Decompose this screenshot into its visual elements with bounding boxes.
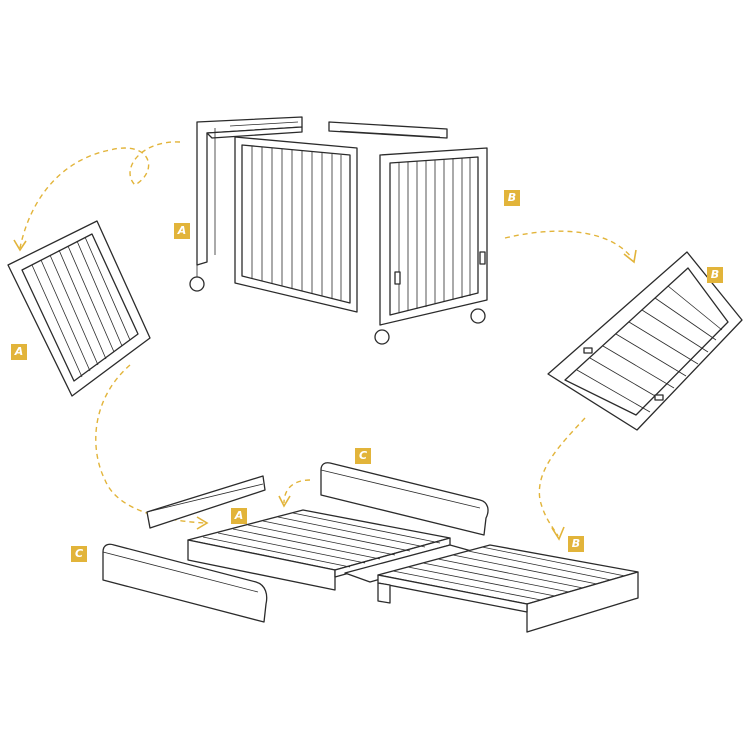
- arrow-head-panel-a: [13, 239, 27, 252]
- crib-frame-left: [189, 116, 303, 292]
- label-frame-right: B: [504, 190, 520, 206]
- label-panel-b: B: [707, 267, 723, 283]
- crib-frame-middle: [234, 136, 358, 313]
- caster-wheel: [470, 308, 486, 324]
- arrows: [13, 141, 637, 541]
- caster-wheel: [189, 276, 205, 292]
- arrow-head-board-c: [278, 495, 291, 508]
- crib-rail-top: [328, 121, 448, 139]
- label-board-top: C: [355, 448, 371, 464]
- arrow-head-panel-b: [623, 249, 637, 264]
- arrow-panel-a-to-bed: [95, 364, 206, 524]
- short-rail: [146, 475, 266, 529]
- label-bed-b: B: [568, 536, 584, 552]
- arrow-head-bed-b: [551, 526, 565, 541]
- label-board-left: C: [71, 546, 87, 562]
- arrow-to-panel-a: [19, 141, 181, 249]
- arrow-panel-b-to-bed: [538, 417, 586, 537]
- bed-frame-a: [187, 509, 451, 591]
- label-panel-a: A: [11, 344, 27, 360]
- side-panel-b: [547, 251, 743, 431]
- bed-frame-b: [377, 544, 639, 633]
- crib-frame-right: [374, 147, 488, 345]
- arrow-to-panel-b: [504, 230, 633, 259]
- arrow-board-c: [283, 479, 311, 504]
- side-board-top: [320, 462, 489, 536]
- side-board-left: [102, 543, 268, 623]
- label-bed-a: A: [231, 508, 247, 524]
- caster-wheel: [374, 329, 390, 345]
- label-frame-left: A: [174, 223, 190, 239]
- side-panel-a: [7, 220, 151, 397]
- arrow-head-bed-a: [196, 516, 209, 530]
